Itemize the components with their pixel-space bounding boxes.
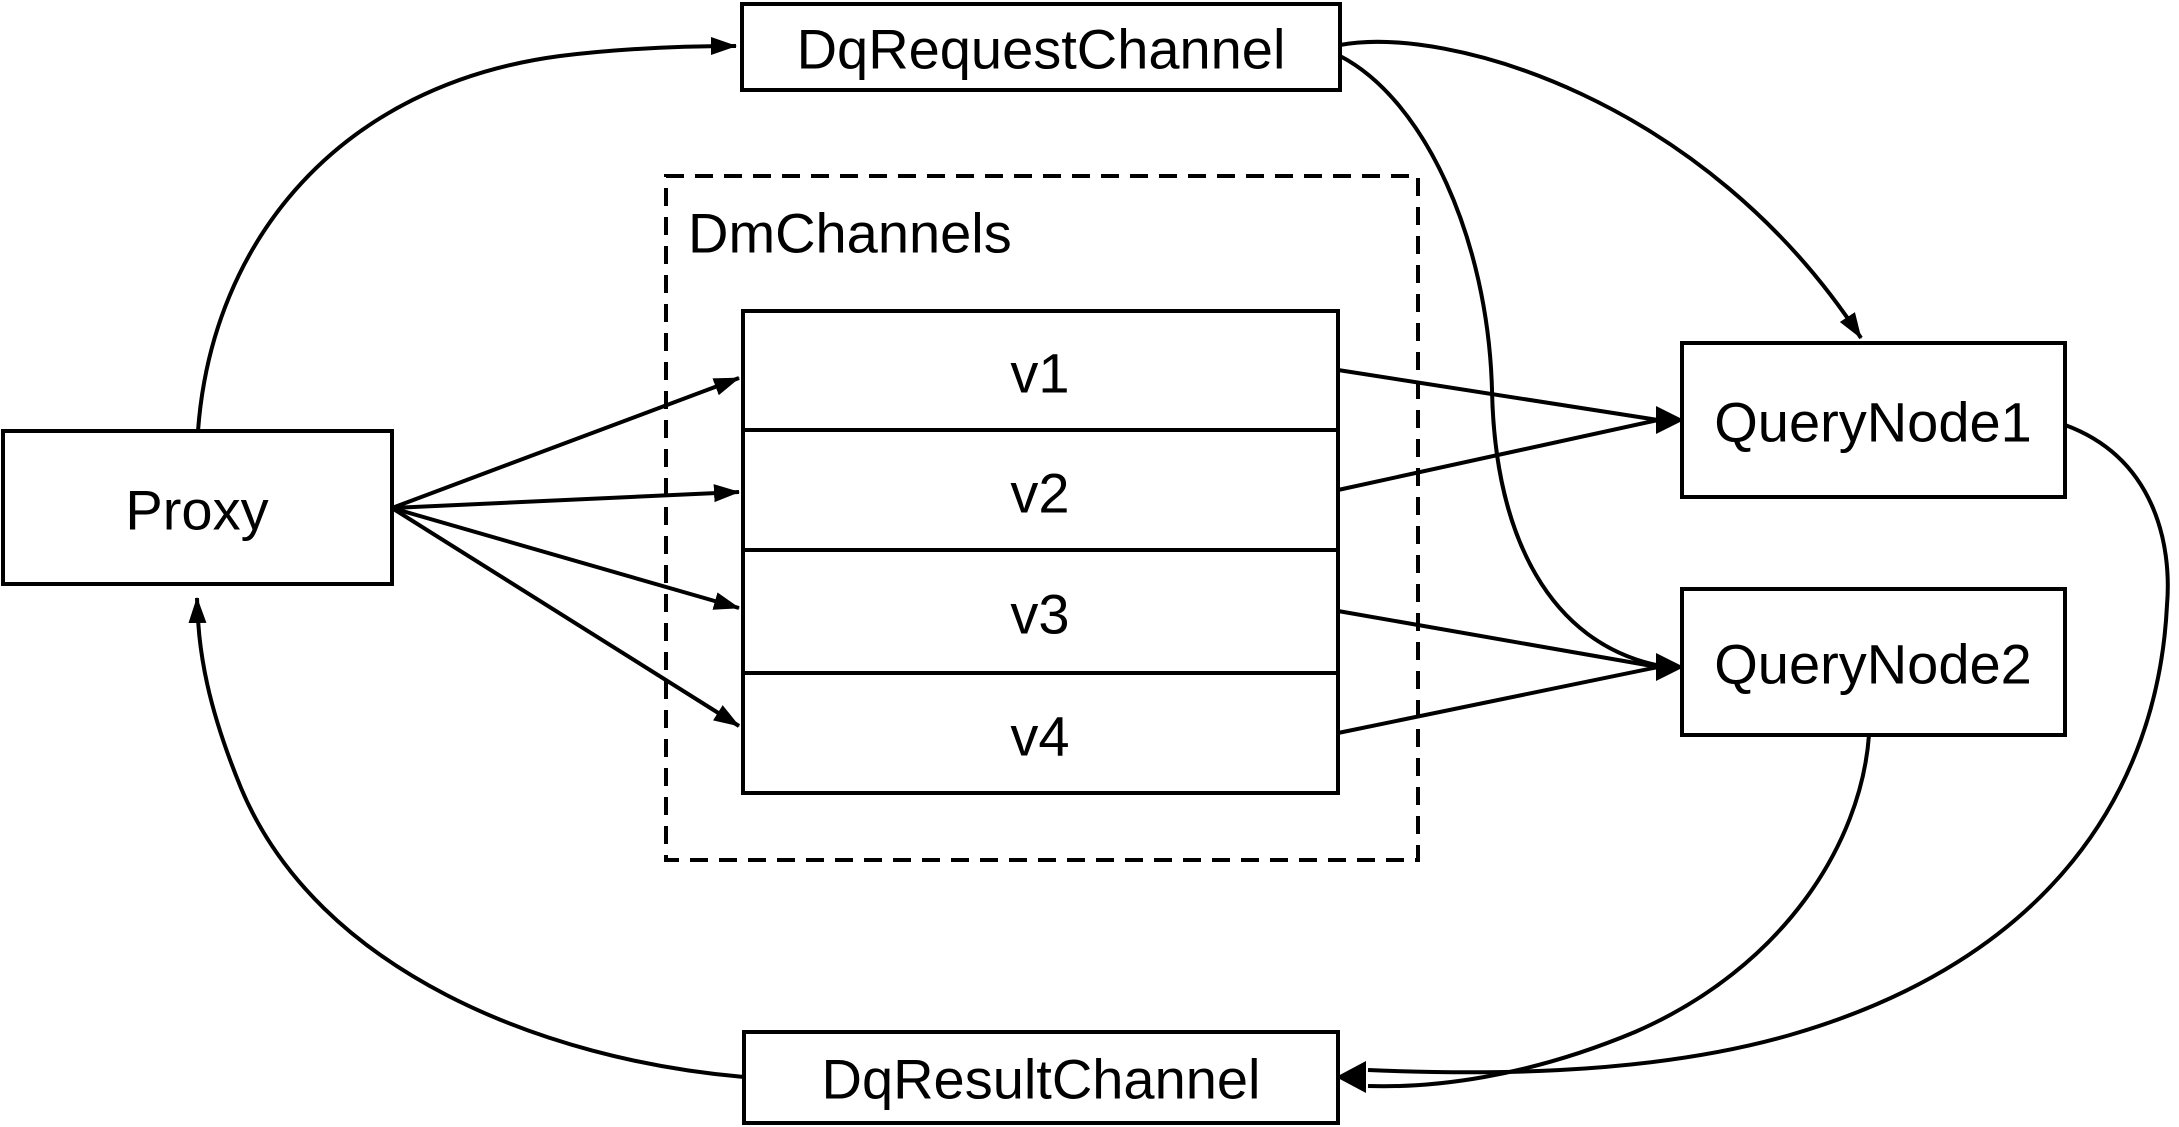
edge-dqrequestchannel-to-querynode1 bbox=[1339, 39, 1863, 340]
node-querynode2-label: QueryNode2 bbox=[1714, 633, 2032, 696]
edge-proxy-to-v2 bbox=[391, 484, 740, 510]
node-querynode1-label: QueryNode1 bbox=[1714, 391, 2032, 454]
edge-dqrequestchannel-to-querynode2 bbox=[1339, 54, 1657, 667]
edge-v4-to-querynode2 bbox=[1337, 665, 1659, 735]
arrowhead-dqresultchannel-right bbox=[1336, 1061, 1366, 1093]
edge-proxy-to-v1 bbox=[391, 376, 740, 510]
node-querynode2 bbox=[1680, 587, 2067, 737]
node-querynode1 bbox=[1680, 341, 2067, 499]
edge-v3-to-querynode2 bbox=[1337, 609, 1659, 669]
node-dqrequestchannel-label: DqRequestChannel bbox=[797, 18, 1286, 81]
node-dqresultchannel bbox=[742, 1030, 1340, 1125]
edge-dqresultchannel-to-proxy bbox=[188, 597, 745, 1079]
node-v4-label: v4 bbox=[1010, 705, 1069, 768]
node-dqresultchannel-label: DqResultChannel bbox=[822, 1048, 1261, 1111]
node-dqrequestchannel bbox=[740, 2, 1342, 92]
dmchannels-group-box bbox=[664, 174, 1420, 862]
edge-proxy-to-v4 bbox=[390, 506, 741, 728]
edge-querynode1-to-dqresultchannel bbox=[1367, 423, 2170, 1075]
edge-proxy-to-dqrequestchannel bbox=[196, 37, 737, 432]
edge-querynode2-to-dqresultchannel bbox=[1367, 734, 1871, 1089]
node-proxy-label: Proxy bbox=[125, 479, 268, 542]
node-v2-label: v2 bbox=[1010, 462, 1069, 525]
node-v3-label: v3 bbox=[1010, 583, 1069, 646]
edge-v1-to-querynode1 bbox=[1337, 368, 1659, 422]
edge-proxy-to-v3 bbox=[391, 506, 740, 610]
node-v1-label: v1 bbox=[1010, 342, 1069, 405]
node-proxy bbox=[1, 429, 394, 586]
arrowhead-querynode1-left bbox=[1656, 406, 1684, 434]
arrowhead-querynode2-left bbox=[1656, 653, 1684, 681]
dmchannels-group-label: DmChannels bbox=[688, 202, 1012, 265]
